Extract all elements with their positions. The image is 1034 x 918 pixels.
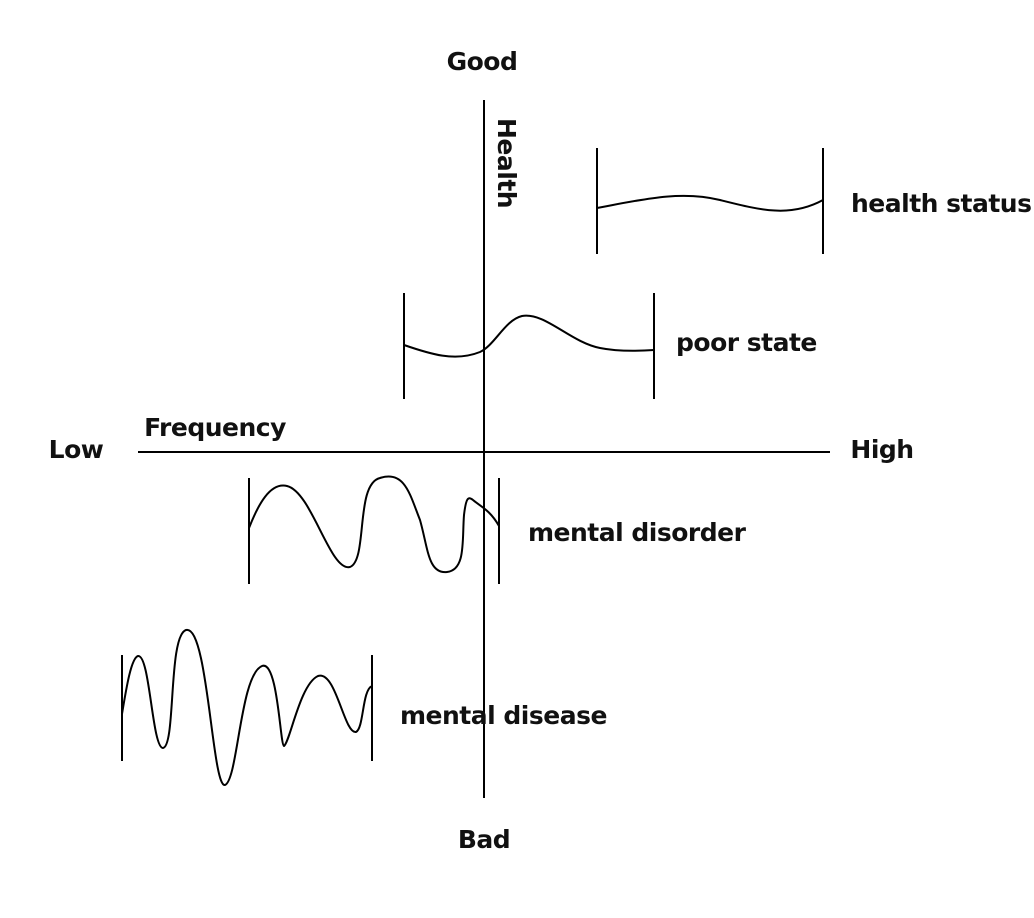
- mental-disorder-wave: [248, 475, 500, 574]
- poor-state-wave: [403, 314, 655, 358]
- label-good: Good: [447, 47, 518, 76]
- label-high: High: [850, 435, 913, 464]
- mental-disease-wave: [121, 629, 373, 787]
- health-status-wave: [596, 194, 824, 212]
- mental-disease-group: mental disease: [121, 629, 607, 787]
- label-mental-disease: mental disease: [400, 701, 607, 730]
- poor-state-group: poor state: [403, 293, 817, 399]
- label-bad: Bad: [458, 825, 510, 854]
- label-frequency: Frequency: [144, 413, 286, 442]
- health-status-group: health status: [596, 148, 1032, 254]
- label-health-status: health status: [851, 189, 1031, 218]
- mental-disorder-group: mental disorder: [248, 475, 747, 584]
- label-low: Low: [49, 435, 104, 464]
- label-poor-state: poor state: [676, 328, 817, 357]
- label-health: Health: [492, 118, 521, 208]
- label-mental-disorder: mental disorder: [528, 518, 747, 547]
